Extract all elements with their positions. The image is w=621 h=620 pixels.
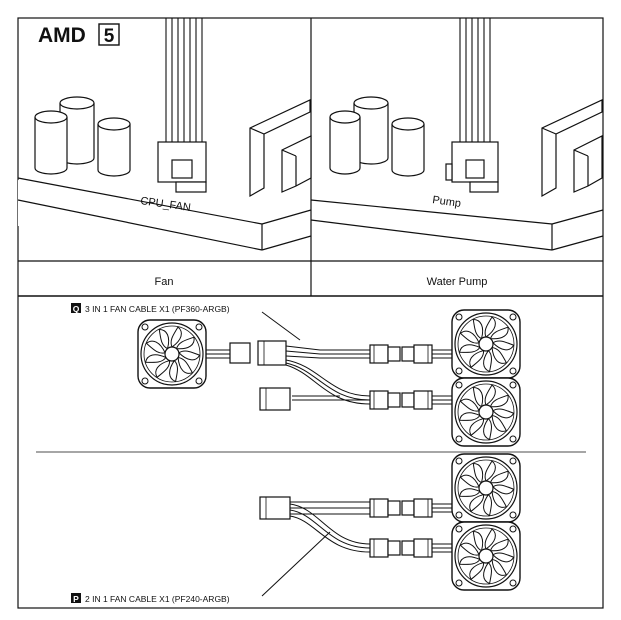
badge-q (71, 303, 81, 313)
cable-p-label: 2 IN 1 FAN CABLE X1 (PF240-ARGB) (85, 594, 230, 604)
connector-plug-icon (259, 387, 291, 411)
connector-label-pump: Pump (432, 194, 462, 210)
brand-title: AMD (38, 24, 86, 47)
connector-plug-icon (401, 344, 433, 364)
connector-plug-icon (445, 141, 499, 193)
connector-plug-icon (369, 344, 401, 364)
fan-icon (451, 377, 521, 447)
fan-icon (137, 319, 207, 389)
connector-plug-icon (369, 538, 401, 558)
motherboard-left: CPU_FAN (17, 18, 312, 251)
connector-plug-icon (229, 342, 251, 364)
connector-plug-icon (401, 498, 433, 518)
step-number: 5 (104, 26, 115, 47)
connector-plug-icon (401, 538, 433, 558)
cable-p-diagram: P 2 IN 1 FAN CABLE X1 (PF240-ARGB) (71, 453, 521, 604)
motherboard-right: Pump (310, 18, 604, 251)
fan-icon (451, 309, 521, 379)
cable-q-label: 3 IN 1 FAN CABLE X1 (PF360-ARGB) (85, 304, 230, 314)
ram-slot-icon (541, 99, 603, 198)
capacitor-icon (329, 96, 425, 177)
fan-icon (451, 521, 521, 591)
badge-p (71, 593, 81, 603)
caption-fan: Fan (155, 276, 174, 288)
step-number-box (98, 23, 120, 46)
ram-slot-icon (249, 99, 312, 198)
connector-plug-icon (257, 340, 287, 366)
connector-plug-icon (259, 496, 291, 520)
fan-icon (451, 453, 521, 523)
badge-q-letter: Q (73, 304, 80, 314)
connector-plug-icon (157, 141, 207, 193)
badge-p-letter: P (73, 594, 79, 604)
connector-plug-icon (401, 390, 433, 410)
cable-q-diagram: Q 3 IN 1 FAN CABLE X1 (PF360-ARGB) (71, 303, 521, 447)
connector-plug-icon (369, 498, 401, 518)
caption-water-pump: Water Pump (427, 276, 488, 288)
connector-plug-icon (369, 390, 401, 410)
capacitor-icon (34, 96, 131, 177)
